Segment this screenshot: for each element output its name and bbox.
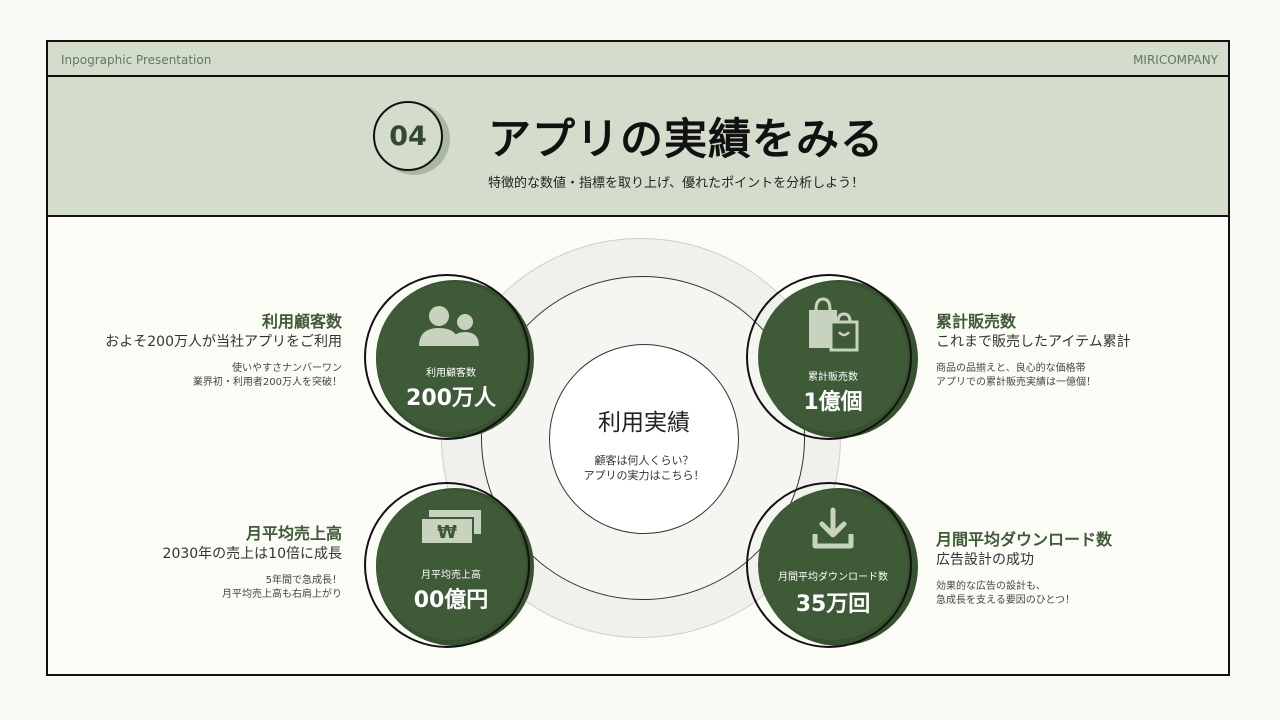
desc-note: 月平均売上高も右肩上がり xyxy=(222,589,342,600)
desc-heading: 利用顧客数 xyxy=(261,312,342,331)
center-subtitle-1: 顧客は何人くらい？ xyxy=(594,454,694,467)
desc-subheading: 2030年の売上は10倍に成長 xyxy=(162,546,342,562)
center-title: 利用実績 xyxy=(598,410,690,436)
desc-note: アプリでの累計販売実績は一億個！ xyxy=(936,377,1096,388)
stat-outline-sales xyxy=(746,274,912,440)
section-number-badge: 04 xyxy=(373,101,443,171)
desc-users: 利用顧客数 およそ200万人が当社アプリをご利用 使いやすさナンバーワン 業界初… xyxy=(105,312,342,390)
top-bar: Inpographic Presentation MIRICOMPANY xyxy=(48,42,1228,77)
desc-heading: 月間平均ダウンロード数 xyxy=(936,530,1113,549)
desc-sales: 累計販売数 これまで販売したアイテム累計 商品の品揃えと、良心的な価格帯 アプリ… xyxy=(936,312,1131,390)
stat-outline-downloads xyxy=(746,482,912,648)
company-label: MIRICOMPANY xyxy=(1133,53,1218,67)
center-subtitle-2: アプリの実力はこちら！ xyxy=(583,469,705,482)
desc-subheading: 広告設計の成功 xyxy=(936,552,1034,568)
desc-subheading: およそ200万人が当社アプリをご利用 xyxy=(105,334,342,350)
desc-note: 使いやすさナンバーワン xyxy=(232,363,342,374)
desc-revenue: 月平均売上高 2030年の売上は10倍に成長 5年間で急成長！ 月平均売上高も右… xyxy=(163,524,342,602)
infographic-area: 利用実績 顧客は何人くらい？ アプリの実力はこちら！ 利用顧客数 200万人 xyxy=(48,42,1228,674)
desc-note: 業界初・利用者200万人を突破！ xyxy=(192,377,342,388)
page-subtitle: 特徴的な数値・指標を取り上げ、優れたポイントを分析しよう！ xyxy=(488,176,865,191)
desc-note: 商品の品揃えと、良心的な価格帯 xyxy=(936,363,1086,374)
desc-heading: 累計販売数 xyxy=(936,312,1017,331)
desc-heading: 月平均売上高 xyxy=(245,524,342,543)
desc-note: 効果的な広告の設計も、 xyxy=(936,581,1046,592)
stat-outline-users xyxy=(364,274,530,440)
desc-subheading: これまで販売したアイテム累計 xyxy=(936,334,1131,350)
page-title: アプリの実績をみる xyxy=(488,115,884,165)
desc-note: 5年間で急成長！ xyxy=(265,575,342,586)
presentation-label: Inpographic Presentation xyxy=(61,53,212,67)
slide-frame: Inpographic Presentation MIRICOMPANY 04 … xyxy=(46,40,1230,676)
slide-header: 04 アプリの実績をみる 特徴的な数値・指標を取り上げ、優れたポイントを分析しよ… xyxy=(48,77,1228,217)
stat-outline-revenue xyxy=(364,482,530,648)
center-circle: 利用実績 顧客は何人くらい？ アプリの実力はこちら！ xyxy=(549,344,739,534)
desc-note: 急成長を支える要因のひとつ！ xyxy=(936,595,1075,606)
desc-downloads: 月間平均ダウンロード数 広告設計の成功 効果的な広告の設計も、 急成長を支える要… xyxy=(936,530,1112,608)
